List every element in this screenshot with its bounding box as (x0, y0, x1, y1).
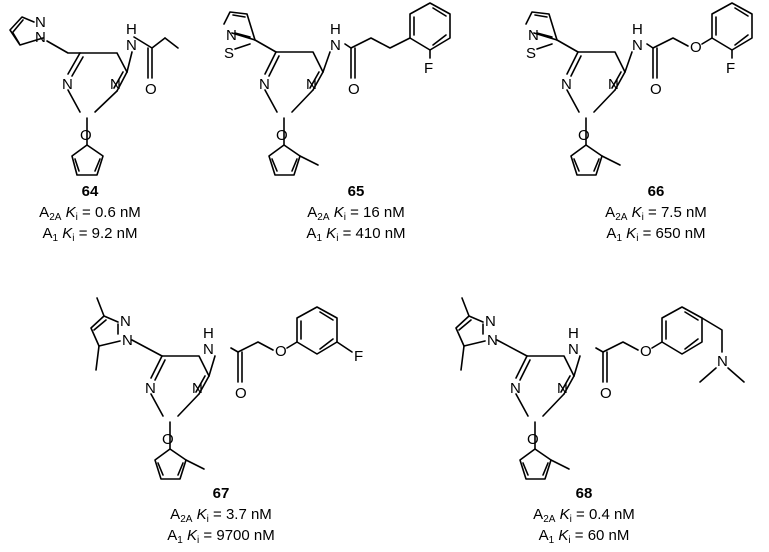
atoms-67: N N N N H N O O F O (120, 313, 363, 448)
structure-66: N S N N H N O O F O (525, 2, 753, 176)
atom-64-n-pz1: N (35, 29, 46, 46)
structure-68: N N N N H N O O N O (455, 297, 745, 480)
atom-65-h: H (330, 21, 341, 38)
atom-65-f: F (424, 60, 433, 77)
atom-66-o-furan: O (578, 127, 590, 144)
structure-67: N N N N H N O O F O (90, 297, 363, 480)
a2a-ki-66: A2A Ki = 7.5 nM (605, 204, 707, 223)
atoms-68: N N N N H N O O N O (485, 313, 728, 448)
a1-ki-68: A1 Ki = 60 nM (538, 527, 630, 546)
a2a-ki-64: A2A Ki = 0.6 nM (39, 204, 141, 223)
a1-ki-67: A1 Ki = 9700 nM (167, 527, 275, 546)
compound-number-65: 65 (347, 183, 365, 200)
atom-67-n-amide: N (203, 341, 214, 358)
atom-66-n-amide: N (632, 37, 643, 54)
a1-ki-65: A1 Ki = 410 nM (306, 225, 406, 244)
atom-68-o-ether: O (640, 343, 652, 360)
atom-65-o-carbonyl: O (348, 81, 360, 98)
atom-66-h: H (632, 21, 643, 38)
a1-ki-66: A1 Ki = 650 nM (606, 225, 706, 244)
atom-66-s-thiazole: S (526, 45, 536, 62)
atom-66-n-pym1: N (561, 76, 572, 93)
atom-68-o-furan: O (527, 431, 539, 448)
atom-64-o-furan: O (80, 127, 92, 144)
atom-66-o-ether: O (690, 39, 702, 56)
atom-67-n-pz2: N (120, 313, 131, 330)
bonds-67 (90, 297, 353, 480)
atom-64-n-pym2: N (110, 76, 121, 93)
atom-64-n-pz2: N (35, 14, 46, 31)
atom-67-f: F (354, 348, 363, 365)
atom-68-n-amide: N (568, 341, 579, 358)
atom-64-o-carbonyl: O (145, 81, 157, 98)
atom-67-n-pym1: N (145, 380, 156, 397)
a2a-ki-67: A2A Ki = 3.7 nM (170, 506, 272, 525)
bonds-68 (455, 297, 745, 480)
atom-65-o-furan: O (276, 127, 288, 144)
bonds-66 (525, 2, 753, 176)
atom-65-s-thiazole: S (224, 45, 234, 62)
a1-ki-64: A1 Ki = 9.2 nM (42, 225, 138, 244)
compound-number-68: 68 (575, 485, 593, 502)
atom-66-n-pym2: N (608, 76, 619, 93)
compound-number-64: 64 (81, 183, 99, 200)
atom-67-n-pym2: N (192, 380, 203, 397)
atom-68-h: H (568, 325, 579, 342)
structure-65: N S N N H N O F O (223, 2, 451, 176)
bonds-64 (9, 16, 179, 176)
atom-67-o-furan: O (162, 431, 174, 448)
a2a-ki-68: A2A Ki = 0.4 nM (533, 506, 635, 525)
atom-67-o-ether: O (275, 343, 287, 360)
atom-65-n-pym2: N (306, 76, 317, 93)
caption-64: 64 A2A Ki = 0.6 nM A1 Ki = 9.2 nM (0, 181, 190, 244)
compound-number-67: 67 (212, 485, 230, 502)
atom-68-n-pz1: N (487, 332, 498, 349)
atom-65-n-pym1: N (259, 76, 270, 93)
atoms-66: N S N N H N O O F O (526, 21, 735, 144)
atom-68-n-pym1: N (510, 380, 521, 397)
atom-66-f: F (726, 60, 735, 77)
atom-68-o-carbonyl: O (600, 385, 612, 402)
atom-64-h: H (126, 21, 137, 38)
atoms-65: N S N N H N O F O (224, 21, 433, 144)
atom-64-n-amide: N (126, 37, 137, 54)
atom-65-n-amide: N (330, 37, 341, 54)
a2a-ki-65: A2A Ki = 16 nM (307, 204, 405, 223)
caption-68: 68 A2A Ki = 0.4 nM A1 Ki = 60 nM (484, 483, 684, 546)
atom-66-o-carbonyl: O (650, 81, 662, 98)
atom-67-o-carbonyl: O (235, 385, 247, 402)
atom-67-n-pz1: N (122, 332, 133, 349)
caption-67: 67 A2A Ki = 3.7 nM A1 Ki = 9700 nM (121, 483, 321, 546)
bonds-65 (223, 2, 451, 176)
atom-67-h: H (203, 325, 214, 342)
caption-66: 66 A2A Ki = 7.5 nM A1 Ki = 650 nM (556, 181, 756, 244)
compound-number-66: 66 (647, 183, 665, 200)
atoms-64: N N N N H N O O (35, 14, 157, 144)
atom-66-n-thiazole: N (528, 27, 539, 44)
atom-68-n-pym2: N (557, 380, 568, 397)
atom-68-n-amine: N (717, 353, 728, 370)
atom-68-n-pz2: N (485, 313, 496, 330)
atom-64-n-pym1: N (62, 76, 73, 93)
caption-65: 65 A2A Ki = 16 nM A1 Ki = 410 nM (256, 181, 456, 244)
atom-65-n-thiazole: N (226, 27, 237, 44)
structure-64: N N N N H N O O (9, 14, 179, 176)
